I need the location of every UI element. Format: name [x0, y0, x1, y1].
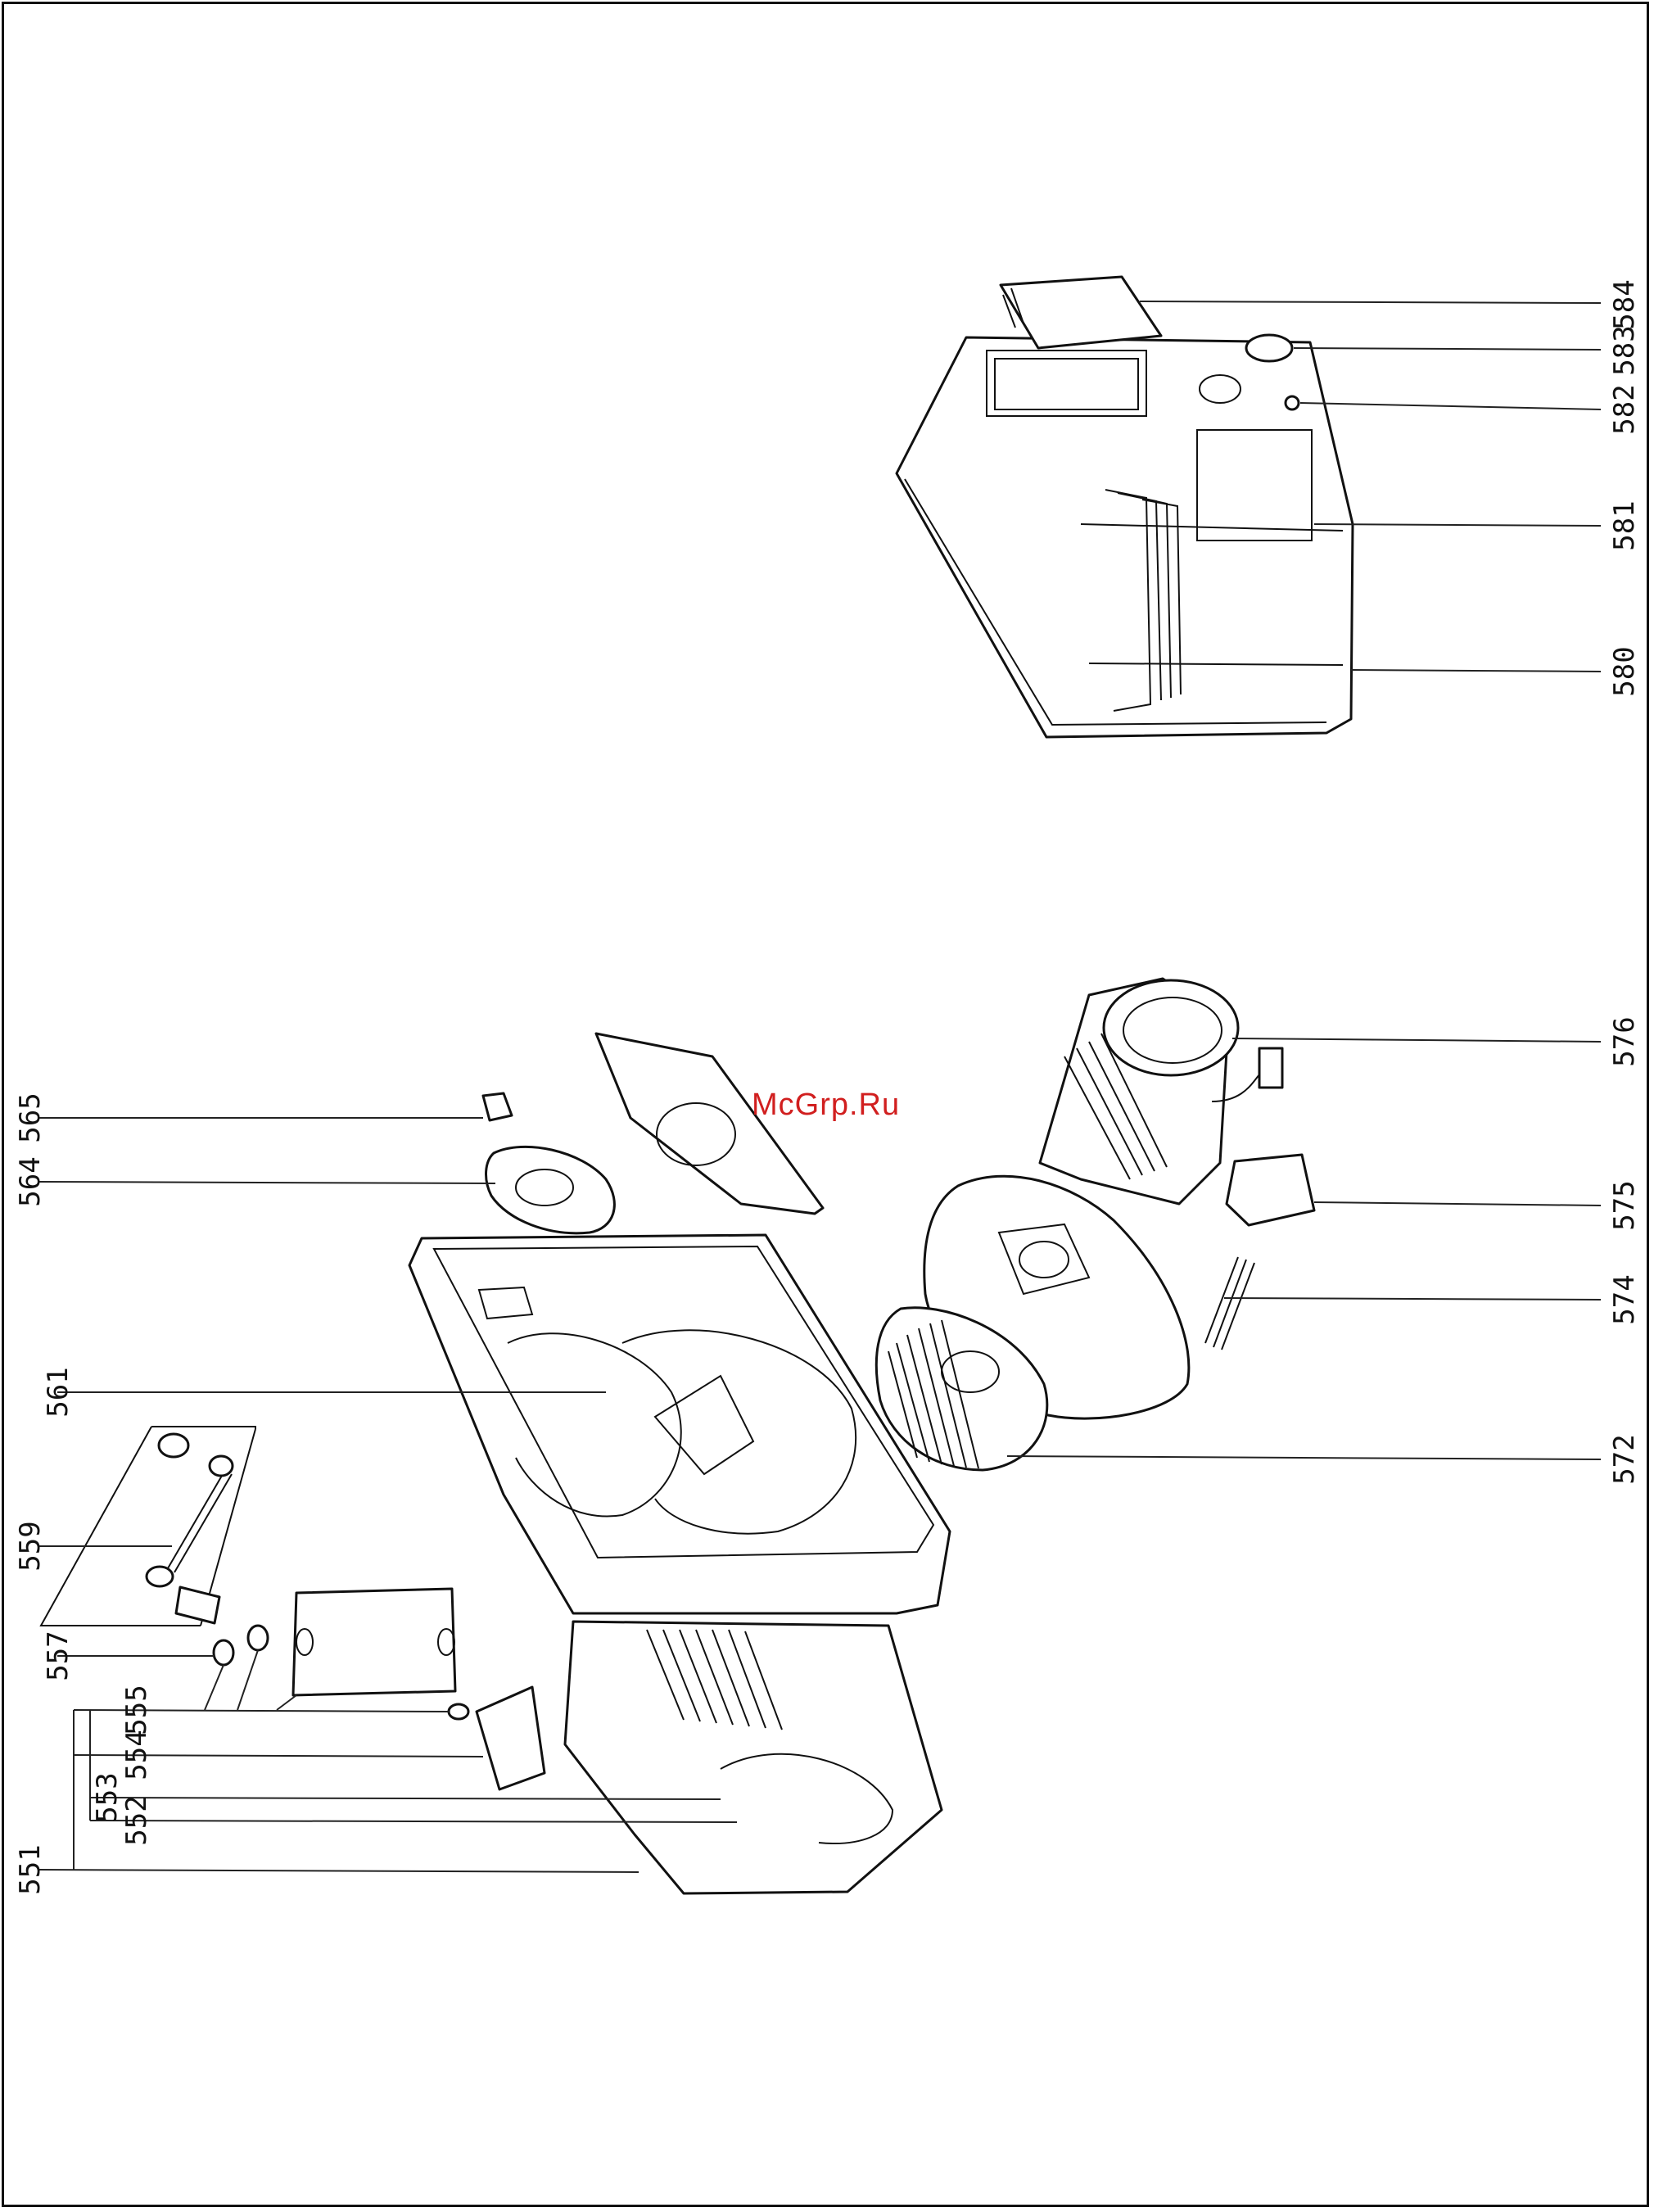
retaining-screw: [449, 1704, 468, 1719]
sight-glass-pad: [483, 1093, 512, 1120]
callout-580: 580: [1608, 646, 1641, 696]
cover-housing: [897, 337, 1353, 737]
hex-bolt: [248, 1626, 268, 1650]
callout-553: 553: [91, 1772, 124, 1822]
capacitor-box: [1227, 1155, 1314, 1225]
ignition-electrode: [1205, 1257, 1254, 1350]
callout-584: 584: [1608, 279, 1641, 329]
grommet-plug: [1246, 335, 1292, 361]
callout-565: 565: [14, 1092, 47, 1142]
access-panel: [477, 1687, 545, 1789]
callout-582: 582: [1608, 384, 1641, 434]
lower-housing: [214, 1589, 942, 1893]
callout-554: 554: [120, 1730, 153, 1780]
callout-581: 581: [1608, 500, 1641, 550]
callout-559: 559: [14, 1521, 47, 1571]
cover-assembly: [897, 277, 1353, 737]
motor-connector: [1259, 1048, 1282, 1088]
callout-552: 552: [120, 1795, 153, 1845]
burner-mounting-plate: [486, 1147, 615, 1233]
callout-557: 557: [42, 1631, 75, 1680]
linkage-rod: [168, 1470, 232, 1572]
callout-583: 583: [1608, 325, 1641, 375]
callout-574: 574: [1608, 1274, 1641, 1324]
callout-551: 551: [14, 1844, 47, 1894]
adjusting-nut: [214, 1640, 233, 1665]
filter-plate: [293, 1589, 455, 1695]
air-damper-linkage: [41, 1427, 255, 1626]
cover-screw: [1286, 396, 1299, 409]
callout-555: 555: [120, 1685, 153, 1735]
callout-572: 572: [1608, 1434, 1641, 1484]
callout-564: 564: [14, 1156, 47, 1206]
motor-assembly: [876, 979, 1314, 1470]
flange-gasket: [596, 1034, 823, 1214]
watermark: McGrp.Ru: [752, 1088, 900, 1123]
callout-561: 561: [42, 1367, 75, 1417]
callout-575: 575: [1608, 1180, 1641, 1230]
callout-576: 576: [1608, 1016, 1641, 1066]
